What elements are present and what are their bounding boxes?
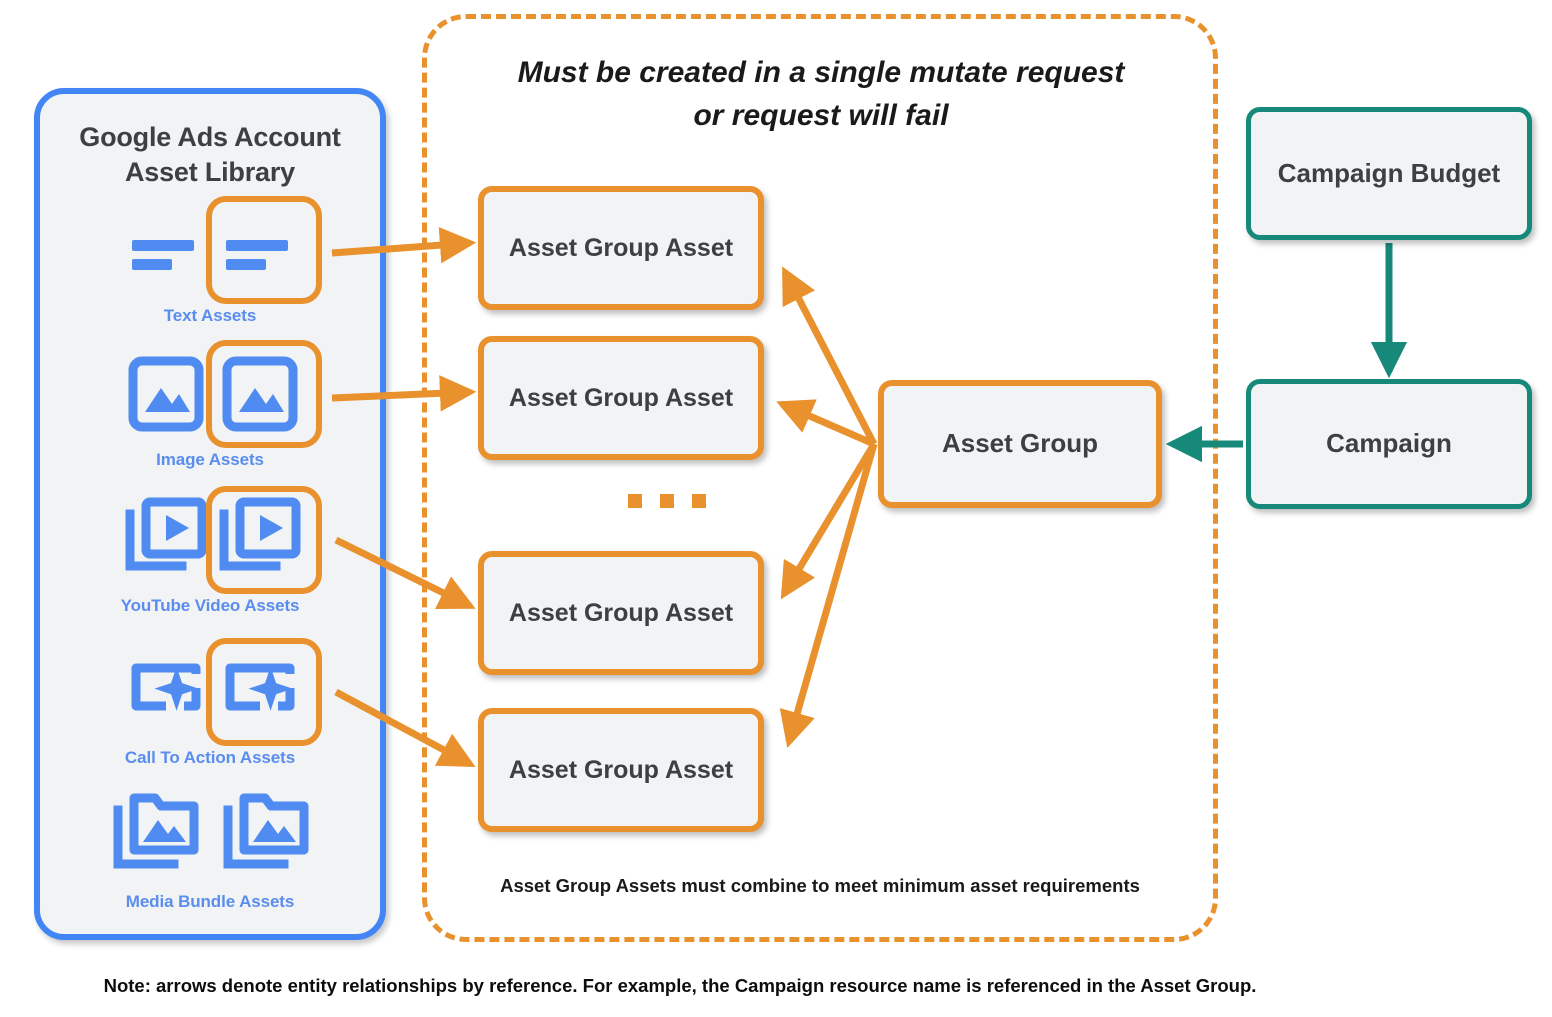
media-bundle-asset-icon — [108, 788, 204, 884]
asset-row-image: Image Assets — [40, 340, 380, 469]
asset-caption-text: Text Assets — [163, 306, 257, 325]
mutate-heading-line2: or request will fail — [693, 98, 949, 132]
asset-library-title-line1: Google Ads Account — [79, 122, 341, 152]
diagram-footnote: Note: arrows denote entity relationships… — [103, 975, 1257, 996]
text-asset-highlight-box — [206, 196, 322, 304]
image-asset-icon — [118, 346, 214, 442]
call-to-action-asset-icon-highlighted — [212, 644, 308, 740]
asset-group-asset-node-2[interactable]: Asset Group Asset — [478, 336, 764, 460]
call-to-action-asset-highlight-box — [206, 638, 322, 746]
image-asset-icon-highlighted — [212, 346, 308, 442]
asset-library-title-line2: Asset Library — [125, 156, 295, 187]
asset-group-asset-node-3[interactable]: Asset Group Asset — [478, 551, 764, 675]
asset-row-youtube-video: YouTube Video Assets — [40, 486, 380, 615]
mutate-heading-line1: Must be created in a single mutate reque… — [517, 56, 1125, 89]
campaign-node[interactable]: Campaign — [1246, 379, 1532, 509]
asset-caption-image: Image Assets — [156, 450, 264, 469]
asset-group-asset-ellipsis — [628, 494, 706, 508]
asset-caption-youtube-video: YouTube Video Assets — [120, 596, 300, 615]
asset-library-title: Google Ads Account Asset Library — [40, 120, 380, 189]
image-asset-highlight-box — [206, 340, 322, 448]
media-bundle-asset-icon-2 — [218, 788, 314, 884]
mutate-request-heading: Must be created in a single mutate reque… — [445, 52, 1197, 137]
asset-row-text: Text Assets — [40, 196, 380, 325]
ellipsis-dot-1 — [628, 494, 642, 508]
call-to-action-asset-icon — [118, 644, 214, 740]
asset-group-asset-node-1[interactable]: Asset Group Asset — [478, 186, 764, 310]
youtube-video-asset-highlight-box — [206, 486, 322, 594]
asset-group-node[interactable]: Asset Group — [878, 380, 1162, 508]
ellipsis-dot-3 — [692, 494, 706, 508]
asset-library-panel: Google Ads Account Asset Library — [34, 88, 386, 940]
youtube-video-asset-icon — [118, 492, 214, 588]
asset-caption-media-bundle: Media Bundle Assets — [125, 892, 295, 911]
text-asset-icon — [118, 202, 214, 298]
asset-row-call-to-action: Call To Action Assets — [40, 638, 380, 767]
ellipsis-dot-2 — [660, 494, 674, 508]
text-asset-icon-highlighted — [212, 202, 308, 298]
mutate-container-footnote: Asset Group Assets must combine to meet … — [500, 875, 1140, 896]
asset-group-asset-node-4[interactable]: Asset Group Asset — [478, 708, 764, 832]
youtube-video-asset-icon-highlighted — [212, 492, 308, 588]
campaign-budget-node[interactable]: Campaign Budget — [1246, 107, 1532, 240]
asset-row-media-bundle: Media Bundle Assets — [40, 788, 380, 911]
asset-caption-call-to-action: Call To Action Assets — [124, 748, 296, 767]
